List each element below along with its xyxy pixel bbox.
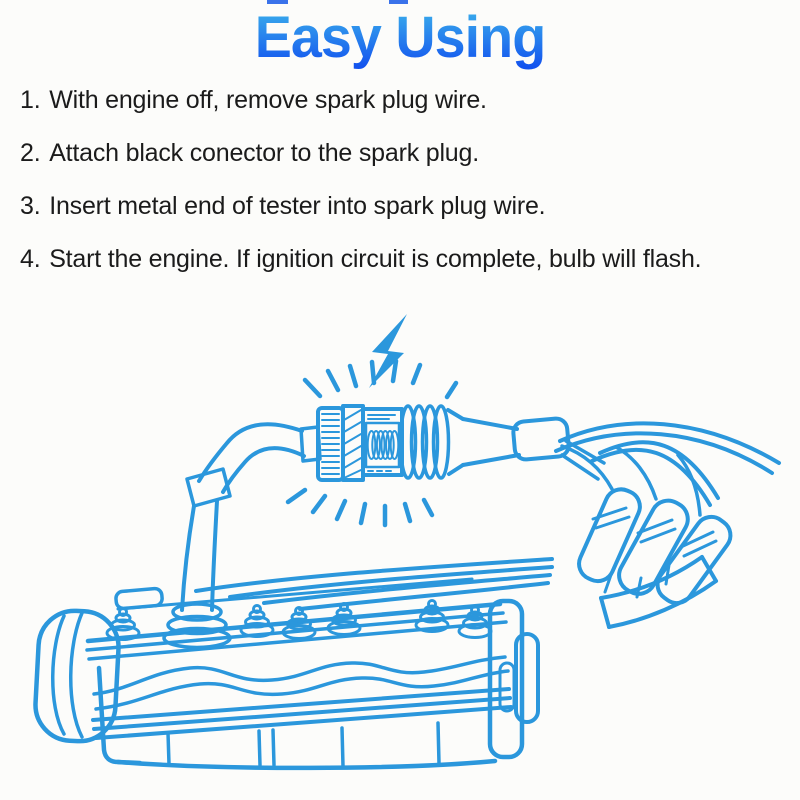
instruction-step: 4. Start the engine. If ignition circuit … bbox=[20, 245, 796, 274]
cropped-letter-fragment bbox=[389, 0, 408, 4]
tester-bellows bbox=[398, 404, 451, 480]
step-number: 3. bbox=[20, 192, 41, 220]
instruction-step: 3. Insert metal end of tester into spark … bbox=[20, 192, 796, 221]
spark-plug-wires bbox=[194, 557, 554, 611]
spark-tester-illustration bbox=[33, 314, 781, 771]
lightning-bolt-icon bbox=[369, 314, 407, 388]
instruction-steps: 1. With engine off, remove spark plug wir… bbox=[20, 86, 796, 274]
spark-plug-tester bbox=[285, 314, 606, 528]
right-wire-boot bbox=[511, 416, 571, 462]
step-text: With engine off, remove spark plug wire. bbox=[49, 86, 487, 114]
engine-plug-boot-foot bbox=[162, 602, 232, 650]
step-number: 4. bbox=[20, 245, 41, 273]
page-title: Easy Using bbox=[16, 6, 784, 70]
instruction-step: 2. Attach black conector to the spark plu… bbox=[20, 139, 796, 168]
spark-plug-boot-cluster bbox=[554, 421, 781, 629]
instruction-step: 1. With engine off, remove spark plug wir… bbox=[20, 86, 796, 115]
step-text: Attach black conector to the spark plug. bbox=[49, 139, 479, 167]
flash-rays-icon bbox=[285, 358, 459, 528]
step-text: Insert metal end of tester into spark pl… bbox=[49, 192, 546, 220]
step-text: Start the engine. If ignition circuit is… bbox=[49, 245, 702, 273]
step-number: 2. bbox=[20, 139, 41, 167]
cropped-letter-fragment bbox=[267, 0, 288, 4]
step-number: 1. bbox=[20, 86, 41, 114]
tester-ribbed-cap bbox=[321, 413, 340, 475]
tester-left-wire bbox=[162, 422, 306, 650]
tester-hatched-collar bbox=[343, 409, 362, 479]
tester-spring-coil bbox=[366, 430, 400, 460]
engine-block bbox=[33, 577, 540, 771]
